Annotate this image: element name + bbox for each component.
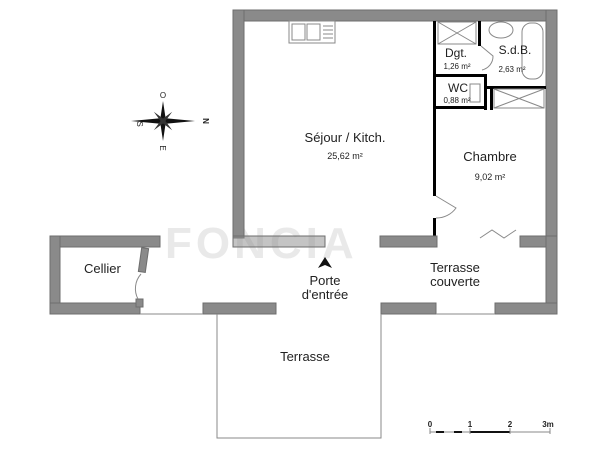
entrance-label: d'entrée [302, 287, 349, 302]
room-name: Dgt. [445, 46, 467, 60]
compass-rose-icon: O S N E [131, 91, 210, 151]
room-terrasse-couverte: Terrasse couverte [430, 260, 480, 289]
partitions [433, 21, 546, 236]
entrance: Porte d'entrée [302, 257, 349, 302]
room-name: Chambre [463, 149, 516, 164]
room-name: couverte [430, 274, 480, 289]
room-area: 2,63 m² [498, 65, 525, 74]
room-wc: WC 0,88 m² [443, 81, 470, 105]
room-name: WC [448, 81, 468, 95]
bathroom-fixtures [469, 21, 544, 103]
room-sejour: Séjour / Kitch. 25,62 m² [305, 130, 386, 161]
compass-label: O [160, 91, 166, 100]
room-area: 0,88 m² [443, 96, 470, 105]
room-sdb: S.d.B. 2,63 m² [498, 43, 531, 74]
terrasse-outline [216, 314, 382, 439]
room-name: Terrasse [430, 260, 480, 275]
room-terrasse: Terrasse [280, 349, 330, 364]
scale-bar: 0 1 2 3m [428, 420, 554, 434]
room-name: S.d.B. [499, 43, 532, 57]
scale-tick: 0 [428, 420, 433, 429]
room-area: 9,02 m² [475, 172, 506, 182]
scale-tick: 3m [542, 420, 554, 429]
room-dgt: Dgt. 1,26 m² [443, 46, 470, 71]
doors [435, 45, 517, 239]
scale-tick: 2 [508, 420, 513, 429]
room-area: 1,26 m² [443, 62, 470, 71]
entrance-label: Porte [309, 273, 340, 288]
compass-label: N [201, 118, 210, 124]
room-name: Séjour / Kitch. [305, 130, 386, 145]
room-area: 25,62 m² [327, 151, 363, 161]
room-chambre: Chambre 9,02 m² [463, 149, 516, 182]
kitchen-sink [288, 20, 336, 44]
band-walls [49, 235, 558, 315]
compass-label: E [158, 145, 167, 150]
scale-tick: 1 [468, 420, 473, 429]
entrance-arrow-icon [318, 257, 332, 268]
closet [437, 21, 545, 109]
compass-label: S [135, 121, 144, 126]
room-cellier: Cellier [84, 261, 122, 276]
